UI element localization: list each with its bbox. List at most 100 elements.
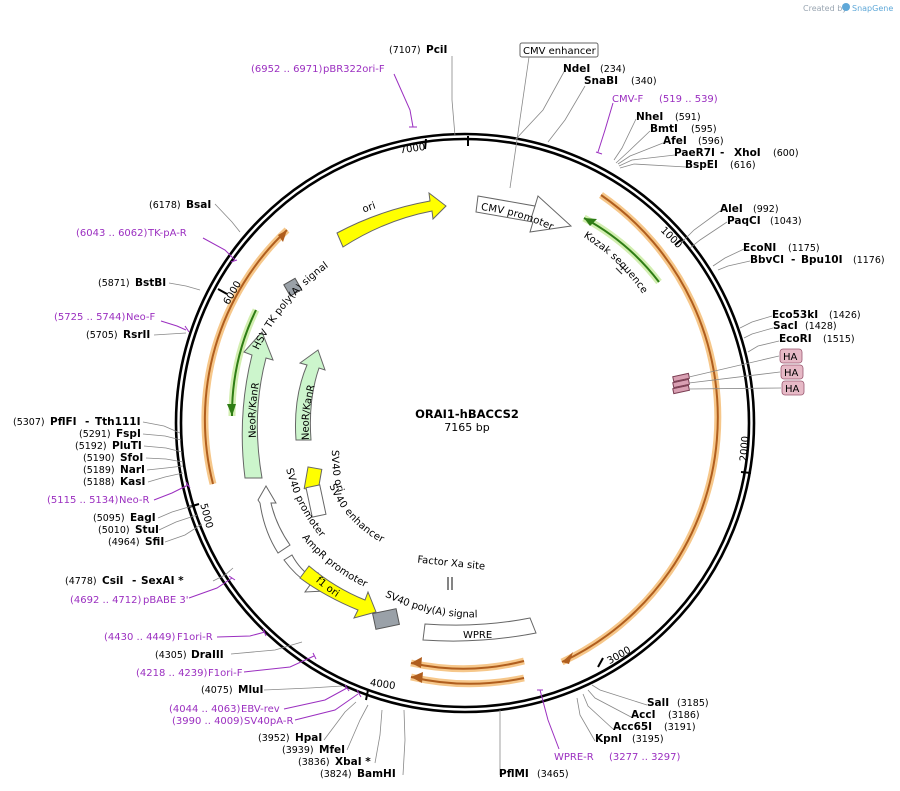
site-pos: (5189) <box>83 465 115 476</box>
credit-brand: SnapGene <box>852 4 893 13</box>
site-pos: (595) <box>691 124 717 135</box>
site-pos: (600) <box>773 148 799 159</box>
site-pos: (6178) <box>149 200 181 211</box>
primer-label-pbabe-3: (4692 .. 4712)pBABE 3' <box>70 595 189 606</box>
site-pos: (5095) <box>93 513 125 524</box>
site-label-kpni: KpnI(3195) <box>595 733 664 745</box>
site-name: CsiI <box>102 575 123 587</box>
neor-kanr-label-1: NeoR/KanR <box>247 382 262 439</box>
site-name: EagI <box>130 512 156 524</box>
primer-name: Neo-R <box>119 495 150 506</box>
site-name: SalI <box>647 697 669 709</box>
site-pos: (1176) <box>853 255 885 266</box>
site-name: XbaI * <box>335 756 371 768</box>
primer-label-neo-f: (5725 .. 5744)Neo-F <box>54 312 156 323</box>
site-name: KpnI <box>595 733 622 745</box>
site-pos: (3939) <box>282 745 314 756</box>
site-name: PluTI <box>112 440 142 452</box>
site-label-draiii: (4305)DraIII <box>155 649 224 661</box>
site-name: PflMI <box>499 768 529 780</box>
site-label-sali: SalI(3185) <box>647 697 709 709</box>
site-name: EcoNI <box>743 242 776 254</box>
primer-name: TK-pA-R <box>147 228 187 239</box>
snapgene-logo-icon <box>842 3 850 11</box>
site-label-saci: SacI (1428) <box>773 320 837 332</box>
site-name: XhoI <box>734 147 761 159</box>
site-name: MluI <box>238 684 263 696</box>
site-label-acc65i: Acc65I(3191) <box>613 721 696 733</box>
site-label-eagi: (5095) EagI <box>93 512 156 524</box>
site-pos: (5705) <box>86 330 118 341</box>
site-name: StuI <box>135 524 159 536</box>
site-pos: (3952) <box>258 733 290 744</box>
site-label-pflmi: PflMI(3465) <box>499 768 569 780</box>
primer-name: CMV-F <box>612 94 643 105</box>
primer-range: (4218 .. 4239) <box>136 668 208 679</box>
site-label-ndei: NdeI(234) <box>563 63 626 75</box>
tick-label: 7000 <box>399 142 426 156</box>
site-name: PaeR7I <box>674 147 715 159</box>
map-size: 7165 bp <box>444 421 489 434</box>
site-pos: (5871) <box>98 278 130 289</box>
site-name: SfoI <box>120 452 143 464</box>
primer-range: (3277 .. 3297) <box>609 752 681 763</box>
site-label-kasi: (5188)KasI <box>83 476 145 488</box>
site-label-bamhi: (3824)BamHI <box>320 768 396 780</box>
tick-label: 4000 <box>369 678 396 692</box>
primer-label-f1ori-f: (4218 .. 4239)F1ori-F <box>136 668 243 679</box>
site-name: DraIII <box>191 649 224 661</box>
primer-name: F1ori-F <box>208 668 243 679</box>
site-label-econi: EcoNI (1175) <box>743 242 820 254</box>
site-name: FspI <box>116 428 141 440</box>
site-label-bstbi: (5871)BstBI <box>98 277 166 289</box>
site-pos: (4778) <box>65 576 97 587</box>
site-pos: (234) <box>600 64 626 75</box>
site-name: NarI <box>120 464 145 476</box>
site-name: NheI <box>636 111 663 123</box>
site-name: SacI <box>773 320 798 332</box>
site-name: PciI <box>426 44 447 56</box>
site-name: BamHI <box>357 768 396 780</box>
site-dash: - <box>132 575 136 587</box>
primer-range: (5115 .. 5134) <box>47 495 119 506</box>
site-label-afei: AfeI(596) <box>663 135 724 147</box>
site-label-csii-sexai: (4778)CsiI-SexAI * <box>65 575 184 587</box>
primer-labels: (6952 .. 6971)pBR322ori-F CMV-F(519 .. 5… <box>47 64 718 763</box>
site-pos: (5307) <box>13 417 45 428</box>
site-name: AleI <box>720 203 743 215</box>
site-name: PflFI <box>50 416 77 428</box>
site-name: AfeI <box>663 135 687 147</box>
site-pos: (4964) <box>108 537 140 548</box>
site-name: Eco53kI <box>772 309 818 321</box>
primer-range: (5725 .. 5744) <box>54 312 126 323</box>
ha-label-3: HA <box>785 384 800 395</box>
primer-leaders <box>153 73 614 750</box>
primer-range: (4430 .. 4449) <box>104 632 176 643</box>
primer-label-pbr322ori-f: (6952 .. 6971)pBR322ori-F <box>251 64 385 75</box>
feature-labels: CMV enhancer CMV promoter Kozak sequence… <box>247 42 805 641</box>
site-pos: (1426) <box>829 310 861 321</box>
primer-name: pBABE 3' <box>143 595 189 606</box>
site-name: BsaI <box>186 199 211 211</box>
site-label-ecori: EcoRI(1515) <box>779 333 855 345</box>
site-pos: (1175) <box>788 243 820 254</box>
site-label-eco53ki: Eco53kI (1426) <box>772 309 861 321</box>
site-pos: (1428) <box>805 321 837 332</box>
site-pos: (992) <box>753 204 779 215</box>
site-label-acci: AccI(3186) <box>631 709 700 721</box>
site-label-alei: AleI (992) <box>720 203 779 215</box>
site-label-fspi: (5291)FspI <box>79 428 141 440</box>
site-pos: (3836) <box>298 757 330 768</box>
site-label-pflfi-tth111i: (5307)PflFI-Tth111I <box>13 416 140 428</box>
site-name: RsrII <box>123 329 150 341</box>
map-title: ORAI1-hBACCS2 <box>415 407 519 421</box>
site-name: SfiI <box>145 536 164 548</box>
sv40-enhancer-label: SV40 enhancer <box>327 482 387 545</box>
site-name: SnaBI <box>584 75 618 87</box>
site-label-bspei: BspEI(616) <box>685 159 756 171</box>
primer-name: WPRE-R <box>554 752 594 763</box>
site-pos: (5010) <box>98 525 130 536</box>
site-pos: (5190) <box>83 453 115 464</box>
tick-label: 3000 <box>605 645 633 667</box>
